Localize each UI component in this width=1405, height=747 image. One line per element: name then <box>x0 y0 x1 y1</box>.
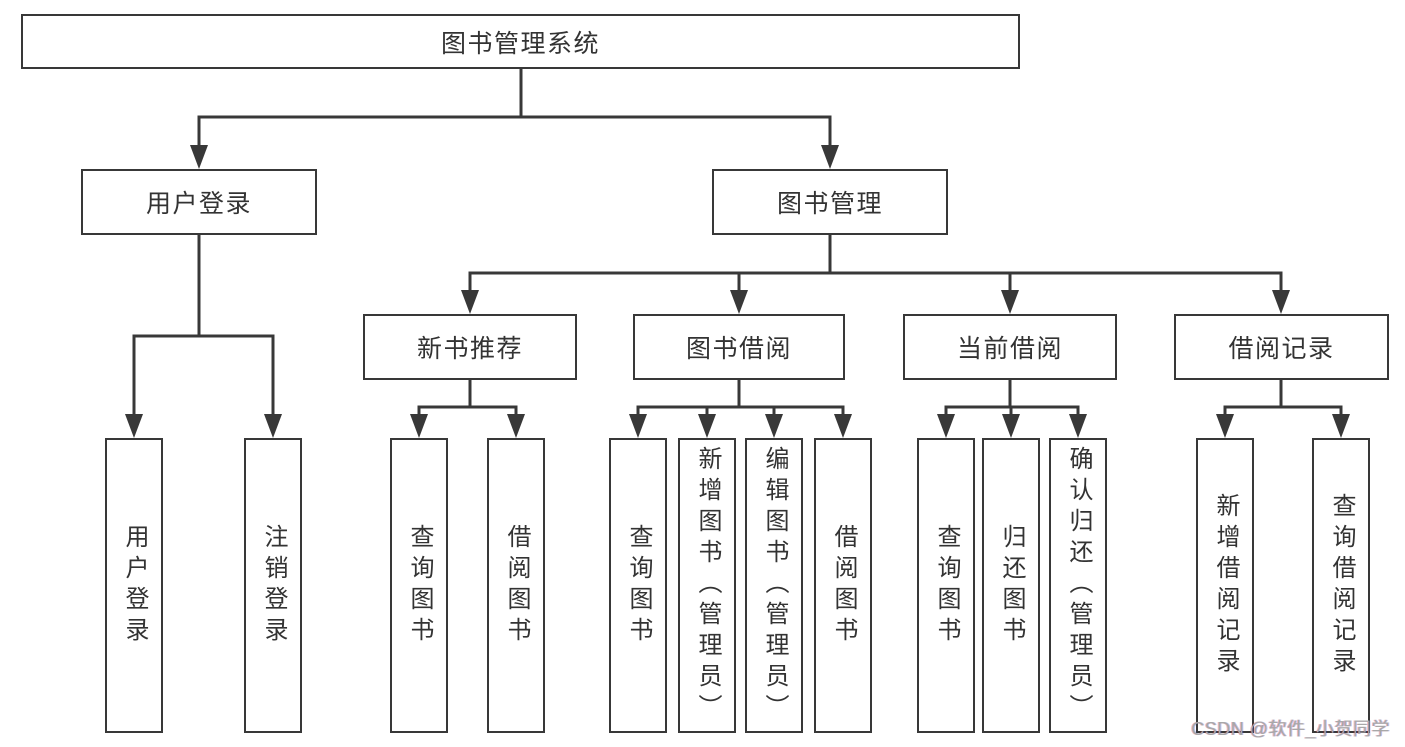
node-borrowing-records: 借阅记录 <box>1174 314 1389 380</box>
node-leaf-query-books-2: 查询图书 <box>609 438 667 733</box>
node-current-borrowing: 当前借阅 <box>903 314 1117 380</box>
node-current-borrowing-label: 当前借阅 <box>956 335 1063 363</box>
node-book-management-label: 图书管理 <box>776 190 883 218</box>
node-leaf-query-books-1-label: 查询图书 <box>406 523 433 648</box>
node-leaf-query-books-2-label: 查询图书 <box>625 523 652 648</box>
node-book-management: 图书管理 <box>712 169 948 235</box>
node-borrowing-records-label: 借阅记录 <box>1228 335 1335 363</box>
node-leaf-return-books-label: 归还图书 <box>998 523 1025 648</box>
node-user-login: 用户登录 <box>81 169 317 235</box>
node-leaf-add-borrow-record: 新增借阅记录 <box>1196 438 1254 733</box>
csdn-watermark: CSDN @软件_小贺同学 <box>1191 719 1390 739</box>
node-leaf-logout-label: 注销登录 <box>260 523 287 648</box>
node-book-borrowing-label: 图书借阅 <box>685 335 792 363</box>
node-leaf-user-login: 用户登录 <box>105 438 163 733</box>
node-leaf-query-borrow-record-label: 查询借阅记录 <box>1328 492 1355 679</box>
node-leaf-add-books-admin-label: 新增图书（管理员） <box>694 446 721 725</box>
node-leaf-add-borrow-record-label: 新增借阅记录 <box>1212 492 1239 679</box>
node-leaf-borrow-books-1-label: 借阅图书 <box>503 523 530 648</box>
node-leaf-query-books-1: 查询图书 <box>390 438 448 733</box>
node-leaf-query-borrow-record: 查询借阅记录 <box>1312 438 1370 733</box>
node-leaf-query-books-3-label: 查询图书 <box>933 523 960 648</box>
node-system-root: 图书管理系统 <box>21 14 1020 69</box>
node-leaf-edit-books-admin-label: 编辑图书（管理员） <box>761 446 788 725</box>
node-new-book-recommend: 新书推荐 <box>363 314 577 380</box>
node-leaf-return-books: 归还图书 <box>982 438 1040 733</box>
node-leaf-confirm-return-admin-label: 确认归还（管理员） <box>1065 446 1092 725</box>
node-leaf-borrow-books-2: 借阅图书 <box>814 438 872 733</box>
node-leaf-logout: 注销登录 <box>244 438 302 733</box>
node-system-root-label: 图书管理系统 <box>440 29 600 58</box>
node-leaf-user-login-label: 用户登录 <box>121 523 148 648</box>
node-new-book-recommend-label: 新书推荐 <box>416 335 523 363</box>
node-leaf-edit-books-admin: 编辑图书（管理员） <box>745 438 803 733</box>
node-leaf-borrow-books-1: 借阅图书 <box>487 438 545 733</box>
node-book-borrowing: 图书借阅 <box>633 314 845 380</box>
node-leaf-add-books-admin: 新增图书（管理员） <box>678 438 736 733</box>
node-leaf-query-books-3: 查询图书 <box>917 438 975 733</box>
node-leaf-confirm-return-admin: 确认归还（管理员） <box>1049 438 1107 733</box>
node-leaf-borrow-books-2-label: 借阅图书 <box>830 523 857 648</box>
node-user-login-label: 用户登录 <box>145 190 252 218</box>
